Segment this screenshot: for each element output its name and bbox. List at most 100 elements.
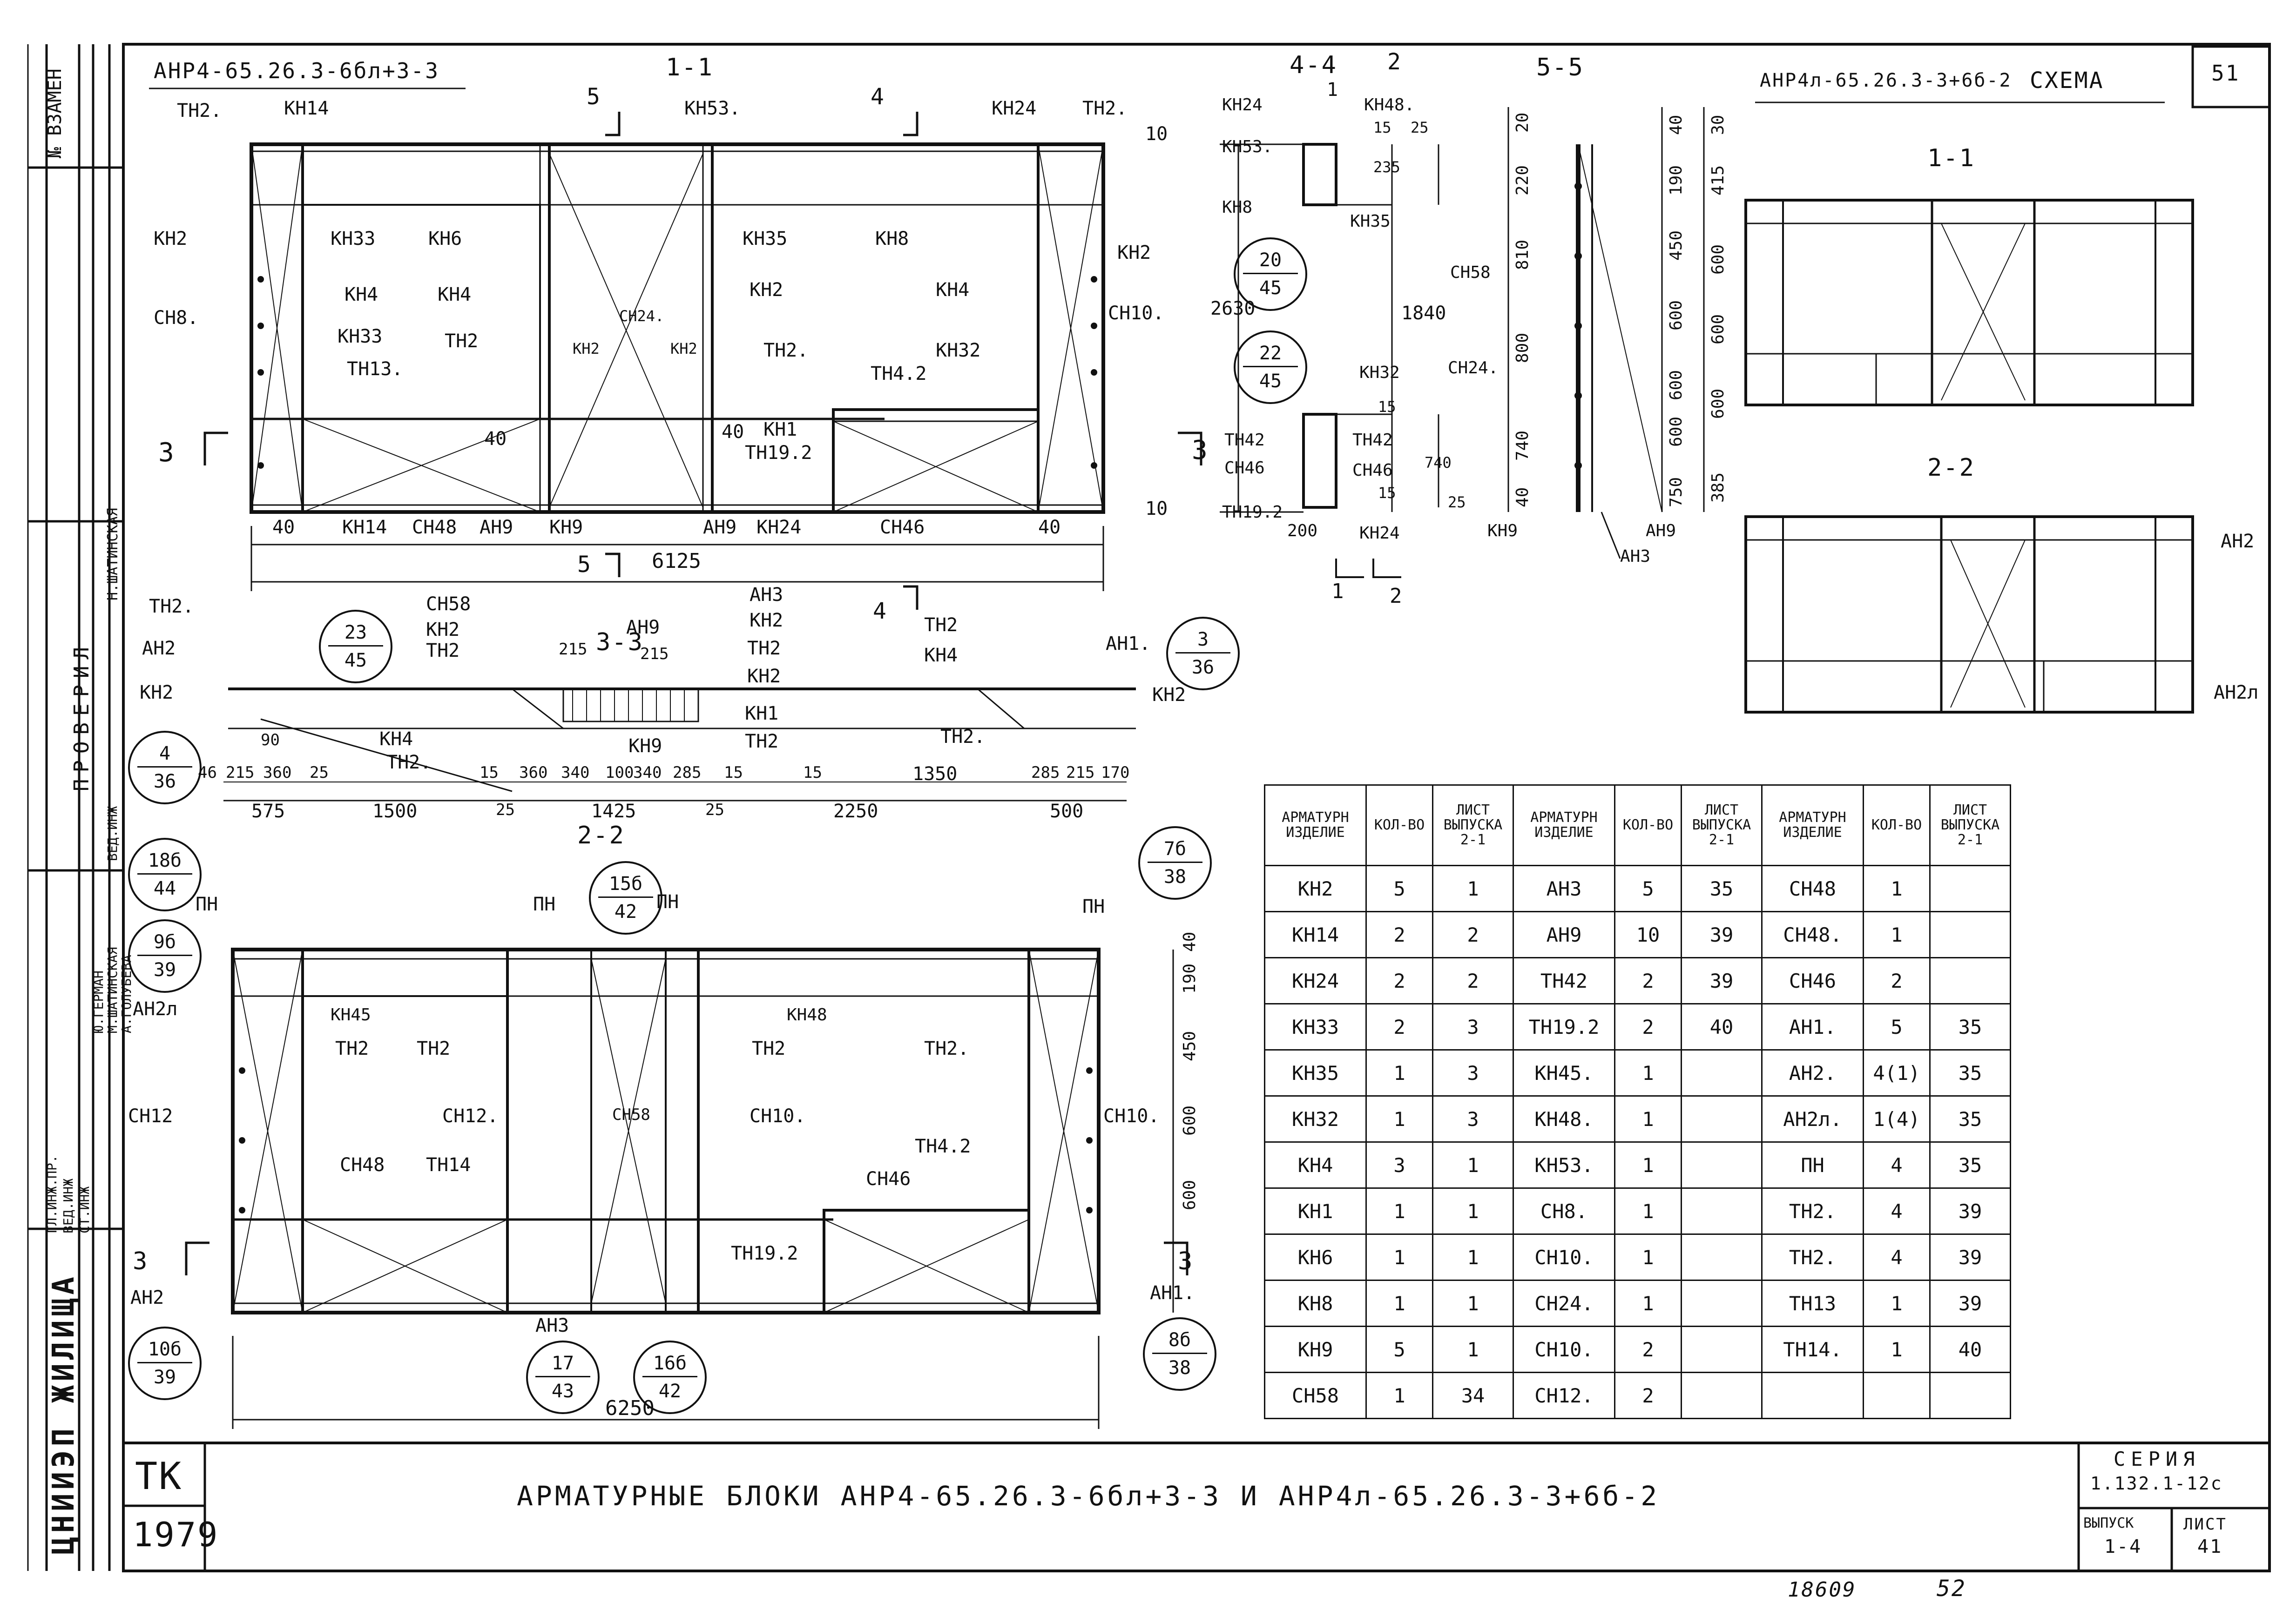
cut-mark-3b: 3 <box>1192 435 1208 465</box>
s33-dim: 25 <box>310 763 329 782</box>
s55-dim-right: 385 <box>1709 472 1728 503</box>
table-cell <box>1681 1141 1763 1189</box>
d2-label: ПН <box>1082 896 1105 917</box>
s44-label: СН46 <box>1224 458 1265 478</box>
s33-label: КН4 <box>924 645 958 666</box>
s33-dim: 360 <box>263 763 292 782</box>
s33-label: КН2 <box>426 619 460 640</box>
d2-label: АН3 <box>535 1315 569 1336</box>
s33-dim: 215 <box>226 763 255 782</box>
s55-dim-right: 750 <box>1667 477 1686 507</box>
table-cell: 1 <box>1432 1233 1514 1281</box>
d2-dim: 450 <box>1180 1031 1199 1061</box>
d1-label: КН24 <box>992 98 1037 119</box>
s33-dim: 215 <box>559 640 588 659</box>
section-5-5-title: 5-5 <box>1536 54 1584 81</box>
table-cell: ТН13 <box>1761 1280 1864 1327</box>
org-name: ЦНИИЭП ЖИЛИЩА <box>47 1273 81 1555</box>
schema-label-an2: АН2 <box>2221 531 2255 552</box>
s44-label: КН24 <box>1359 524 1400 543</box>
d1-dim: 10 <box>1145 123 1168 145</box>
table-cell: КН45. <box>1513 1049 1615 1097</box>
table-cell: 35 <box>1929 1095 2011 1143</box>
d1-label: ТН2. <box>763 340 809 361</box>
s55-dim-right: 190 <box>1667 165 1686 195</box>
s33-dim: 340 <box>633 763 662 782</box>
s55-dim-right: 600 <box>1667 370 1686 400</box>
s33-dim: 215 <box>1066 763 1095 782</box>
table-cell: 3 <box>1365 1141 1433 1189</box>
table-cell: 39 <box>1929 1187 2011 1235</box>
s33-dim: 1425 <box>591 801 636 822</box>
table-cell: АН9 <box>1513 911 1615 958</box>
table-cell <box>1681 1280 1763 1327</box>
s55-dim-right: 600 <box>1709 314 1728 344</box>
d1-label: КН53. <box>684 98 741 119</box>
col-header: КОЛ-ВО <box>1863 784 1931 866</box>
specification-table: АРМАТУРН ИЗДЕЛИЕ КОЛ-ВО ЛИСТ ВЫПУСКА 2-1… <box>1264 784 2011 1419</box>
s33-dim: 15 <box>480 763 499 782</box>
s33-dim: 500 <box>1050 801 1084 822</box>
d2-label: СН58 <box>612 1105 650 1124</box>
drawing1-section: 1-1 <box>666 54 714 81</box>
issue-label: ВЫПУСК <box>2083 1515 2134 1531</box>
d1-label: КН4 <box>936 279 970 301</box>
name-1: Ю.ГЕРМАН <box>91 970 106 1033</box>
d2-label: АН1. <box>1150 1282 1195 1304</box>
d1-label: СН8. <box>154 307 199 329</box>
col-header: АРМАТУРН ИЗДЕЛИЕ <box>1264 784 1367 866</box>
col-header: КОЛ-ВО <box>1365 784 1433 866</box>
role-3: СТ.ИНЖ <box>77 1186 92 1233</box>
s44-dim: 15 <box>1373 119 1391 136</box>
table-cell: КН33 <box>1264 1003 1367 1051</box>
d1-label: СН10. <box>1108 303 1164 324</box>
d2-label: СН12 <box>128 1105 173 1127</box>
s55-dim-right: 40 <box>1667 115 1686 135</box>
proveril-label: ПРОВЕРИЛ <box>70 640 94 791</box>
table-cell: 2 <box>1432 911 1514 958</box>
schema-title: АНР4л-65.26.3-3+6б-2 <box>1760 70 2012 91</box>
section-4-4-title: 4-4 <box>1290 51 1337 79</box>
d2-label: СН48 <box>340 1154 385 1176</box>
role-4: ВЕД.ИНЖ <box>105 806 120 861</box>
table-cell: 39 <box>1929 1280 2011 1327</box>
d2-label: СН10. <box>750 1105 806 1127</box>
cut-mark-5b: 5 <box>577 552 591 578</box>
d1-width: 6125 <box>652 549 701 573</box>
d1-label: ТН2 <box>445 330 479 352</box>
table-cell: АН1. <box>1761 1003 1864 1051</box>
table-cell <box>1681 1372 1763 1419</box>
table-cell: 1 <box>1365 1049 1433 1097</box>
table-cell: 1 <box>1614 1280 1682 1327</box>
table-cell: КН24 <box>1264 957 1367 1004</box>
table-cell: 1 <box>1365 1233 1433 1281</box>
d2-label: ТН19.2 <box>731 1243 798 1264</box>
table-cell: 4 <box>1863 1187 1931 1235</box>
s33-label: КН4 <box>379 728 413 750</box>
s33-dim: 1350 <box>912 763 958 785</box>
s44-dim: 200 <box>1287 521 1318 540</box>
d1-label: КН2 <box>750 279 784 301</box>
table-cell: 1 <box>1614 1233 1682 1281</box>
d1-label: КН1 <box>763 419 797 440</box>
table-cell: 1 <box>1365 1187 1433 1235</box>
role-1: ГЛ.ИНЖ.ПР. <box>44 1155 60 1233</box>
table-cell: СН24. <box>1513 1280 1615 1327</box>
d2-label: КН45 <box>331 1005 371 1024</box>
s33-label: АН2 <box>142 638 176 659</box>
table-cell: КН6 <box>1264 1233 1367 1281</box>
table-header-row: АРМАТУРН ИЗДЕЛИЕ КОЛ-ВО ЛИСТ ВЫПУСКА 2-1… <box>1264 784 2011 866</box>
table-cell: 1 <box>1432 865 1514 912</box>
s55-dim-left: 220 <box>1513 165 1532 195</box>
table-cell: 40 <box>1681 1003 1763 1051</box>
table-cell: СН8. <box>1513 1187 1615 1235</box>
s55-dim-left: 810 <box>1513 239 1532 270</box>
d1-label: СН48 <box>412 517 457 538</box>
table-cell: 1 <box>1365 1095 1433 1143</box>
